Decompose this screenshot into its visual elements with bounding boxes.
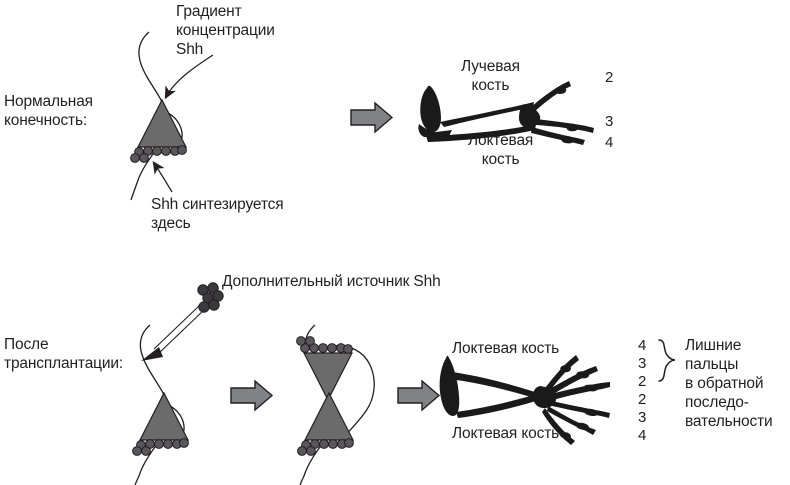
digit-label-bottom-4b: 4 [638,427,647,444]
row-label-normal-limb: Нормальная конечность: [4,93,93,129]
gradient-caption-leader [164,54,214,100]
digit-label-bottom-4a: 4 [638,337,647,354]
transplantation-arrow [141,304,205,361]
extra-digits-caption: Лишние пальцы в обратной последо- ватель… [685,337,773,430]
zpa-cells-native [297,438,354,456]
row-label-after-transplant: После трансплантации: [4,336,124,372]
normal-limb-bud [130,31,183,201]
radius-label: Лучевая кость [461,58,520,94]
process-arrow-bottom-2 [397,379,441,412]
shh-source-caption: Shh синтезируется здесь [151,196,284,232]
process-arrow-bottom-1 [230,379,274,412]
shh-gradient-triangle-graft [303,352,353,402]
ulna-label-top: Локтевая кость [468,132,534,168]
shh-gradient-triangle-normal [137,98,187,148]
transplant-limb-bud-2 [296,324,375,485]
digit-label-top-4: 4 [605,134,614,151]
digit-label-top-2: 2 [605,69,614,86]
ulna-label-mirror-top: Локтевая кость [452,340,560,357]
digit-label-bottom-3b: 3 [638,409,647,426]
digit-label-bottom-2b: 2 [638,391,647,408]
donor-shh-cell-cluster [197,282,224,313]
zpa-cells-graft [296,336,353,354]
source-caption-leader [152,160,173,193]
shh-gradient-triangle-native [304,391,354,441]
extra-digits-brace [658,339,676,382]
limb-bud-outline-left [130,31,168,201]
shh-gradient-triangle-transplant-host [139,391,189,441]
digit-label-bottom-2a: 2 [638,373,647,390]
zpa-cells-transplant-host [132,438,189,456]
transplant-limb-bud-1 [132,324,189,485]
gradient-caption: Градиент концентрации Shh [176,3,275,58]
digit-label-top-3: 3 [605,113,614,130]
ulna-label-mirror-bottom: Локтевая кость [452,425,560,442]
process-arrow-top [350,101,394,134]
limb-bud-outline-right [165,111,183,154]
zpa-cells-normal [130,145,187,163]
digit-label-bottom-3a: 3 [638,355,647,372]
extra-source-caption: Дополнительный источник Shh [222,273,441,290]
